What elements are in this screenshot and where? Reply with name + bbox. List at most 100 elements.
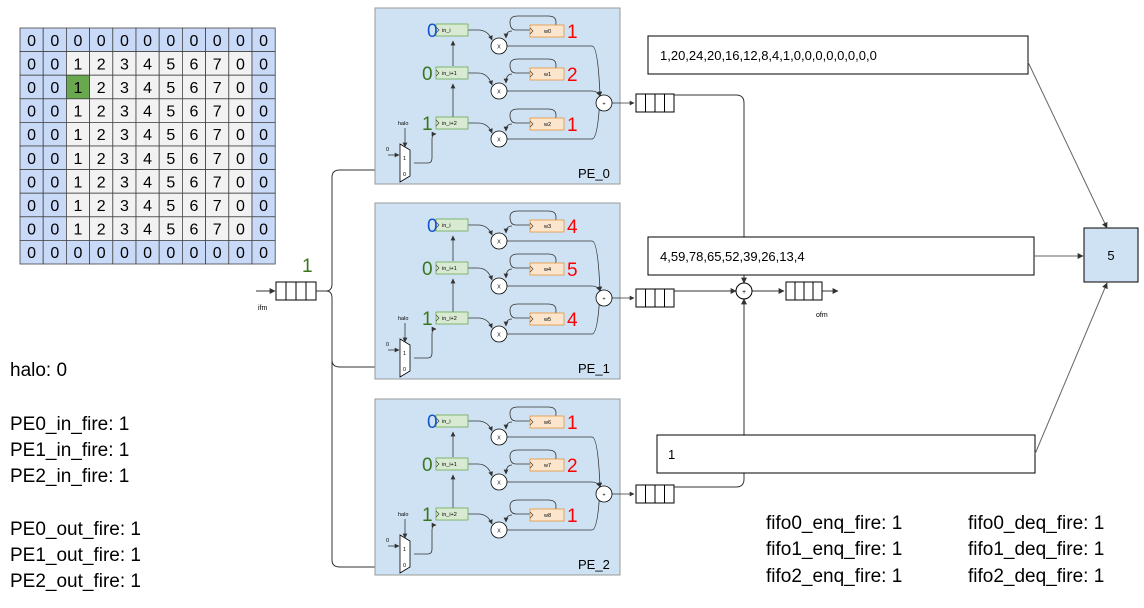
grid-cell-value: 0 — [27, 33, 36, 50]
pe-output-fifo — [635, 484, 675, 504]
grid-cell-value: 4 — [143, 80, 152, 97]
grid-cell-value: 6 — [190, 174, 199, 191]
grid-cell-value: 0 — [50, 245, 59, 262]
ofm-label: ofm — [816, 312, 828, 319]
grid-cell-value: 0 — [27, 80, 36, 97]
weight-register-label: w5 — [543, 317, 551, 323]
input-register — [435, 23, 469, 37]
pe-name: PE_0 — [578, 166, 610, 181]
weight-register-value: 1 — [567, 413, 578, 434]
mux-zero-input: 0 — [386, 342, 389, 348]
grid-cell-value: 5 — [166, 151, 175, 168]
grid-cell-value: 6 — [190, 151, 199, 168]
input-register — [435, 261, 469, 275]
input-register-value: 1 — [422, 505, 433, 526]
multiplier — [490, 428, 508, 446]
halo-mux — [399, 534, 411, 574]
grid-cell-value: 0 — [236, 33, 245, 50]
grid-cell-value: 0 — [213, 33, 222, 50]
grid-cell-value: 7 — [213, 151, 222, 168]
fifo0-content: 1,20,24,20,16,12,8,4,1,0,0,0,0,0,0,0,0 — [647, 35, 1029, 75]
grid-cell-value: 0 — [236, 222, 245, 239]
weight-register-value: 1 — [567, 506, 578, 527]
grid-cell-value: 0 — [236, 56, 245, 73]
svg-text:1,20,24,20,16,12,8,4,1,0,0,0,0: 1,20,24,20,16,12,8,4,1,0,0,0,0,0,0,0,0 — [660, 48, 877, 63]
grid-cell-value: 0 — [120, 245, 129, 262]
grid-cell-value: 0 — [120, 33, 129, 50]
grid-cell-value: 3 — [120, 127, 129, 144]
pe-name: PE_2 — [578, 557, 610, 572]
grid-cell-value: 0 — [50, 127, 59, 144]
grid-cell-value: 1 — [74, 127, 83, 144]
grid-cell-value: 0 — [74, 245, 83, 262]
grid-cell-value: 5 — [166, 198, 175, 215]
ifm-fifo — [256, 281, 317, 301]
grid-cell-value: 6 — [190, 127, 199, 144]
multiplier-symbol: X — [497, 138, 501, 144]
status-fifo0-enq: fifo0_enq_fire: 1 — [766, 513, 902, 534]
grid-cell-value: 7 — [213, 127, 222, 144]
multiplier-symbol: X — [497, 481, 501, 487]
weight-register-value: 2 — [567, 456, 578, 477]
input-register — [435, 66, 469, 80]
halo-label: halo — [398, 512, 408, 518]
weight-register-value: 4 — [567, 217, 578, 238]
pe-adder-symbol: + — [602, 297, 605, 303]
grid-cell-value: 7 — [213, 174, 222, 191]
grid-cell-value: 0 — [27, 198, 36, 215]
multiplier-symbol: X — [497, 285, 501, 291]
grid-cell-value: 3 — [120, 174, 129, 191]
grid-cell-value: 0 — [97, 245, 106, 262]
grid-cell-value: 0 — [236, 198, 245, 215]
grid-cell-value: 3 — [120, 222, 129, 239]
grid-cell-value: 0 — [50, 33, 59, 50]
status-pe2-in: PE2_in_fire: 1 — [10, 466, 129, 487]
input-register-value: 0 — [427, 21, 438, 42]
pe-adder-symbol: + — [602, 102, 605, 108]
input-register — [435, 414, 469, 428]
weight-register-label: w3 — [543, 224, 551, 230]
counter-value: 5 — [1107, 248, 1114, 263]
multiplier — [490, 521, 508, 539]
input-register — [435, 116, 469, 130]
grid-cell-value: 0 — [27, 174, 36, 191]
input-register — [435, 218, 469, 232]
input-register — [435, 311, 469, 325]
grid-cell-value: 7 — [213, 104, 222, 121]
weight-register-label: w0 — [543, 29, 551, 35]
grid-cell-value: 0 — [27, 104, 36, 121]
grid-cell-value: 0 — [97, 33, 106, 50]
input-register-value: 0 — [427, 216, 438, 237]
input-register-value: 0 — [427, 412, 438, 433]
weight-register — [529, 117, 565, 131]
grid-cell-value: 1 — [74, 151, 83, 168]
grid-cell — [251, 239, 276, 265]
multiplier — [490, 277, 508, 295]
pe-wires — [414, 15, 635, 164]
grid-cell-value: 0 — [259, 80, 268, 97]
grid-cell-value: 2 — [97, 222, 106, 239]
input-register-label: in_i+1 — [442, 71, 457, 77]
grid-cell-value: 0 — [259, 127, 268, 144]
status-fifo0-deq: fifo0_deq_fire: 1 — [968, 513, 1104, 534]
grid-cell-value: 0 — [166, 33, 175, 50]
grid-cell-value: 0 — [27, 245, 36, 262]
final-adder — [735, 282, 753, 300]
ofm-fifo — [785, 281, 823, 301]
status-pe0-in: PE0_in_fire: 1 — [10, 414, 129, 435]
weight-register-value: 1 — [567, 22, 578, 43]
grid-cell-value: 0 — [236, 245, 245, 262]
input-register-label: in_i — [442, 223, 451, 229]
grid-cell-value: 0 — [50, 198, 59, 215]
grid-cell-value: 7 — [213, 222, 222, 239]
status-fifo1-deq: fifo1_deq_fire: 1 — [968, 539, 1104, 560]
grid-cell-value: 1 — [74, 104, 83, 121]
mux-zero-input: 0 — [386, 538, 389, 544]
grid-cell-value: 1 — [74, 80, 83, 97]
input-register-value: 1 — [422, 114, 433, 135]
grid-cell-value: 4 — [143, 151, 152, 168]
grid-cell-value: 0 — [259, 104, 268, 121]
